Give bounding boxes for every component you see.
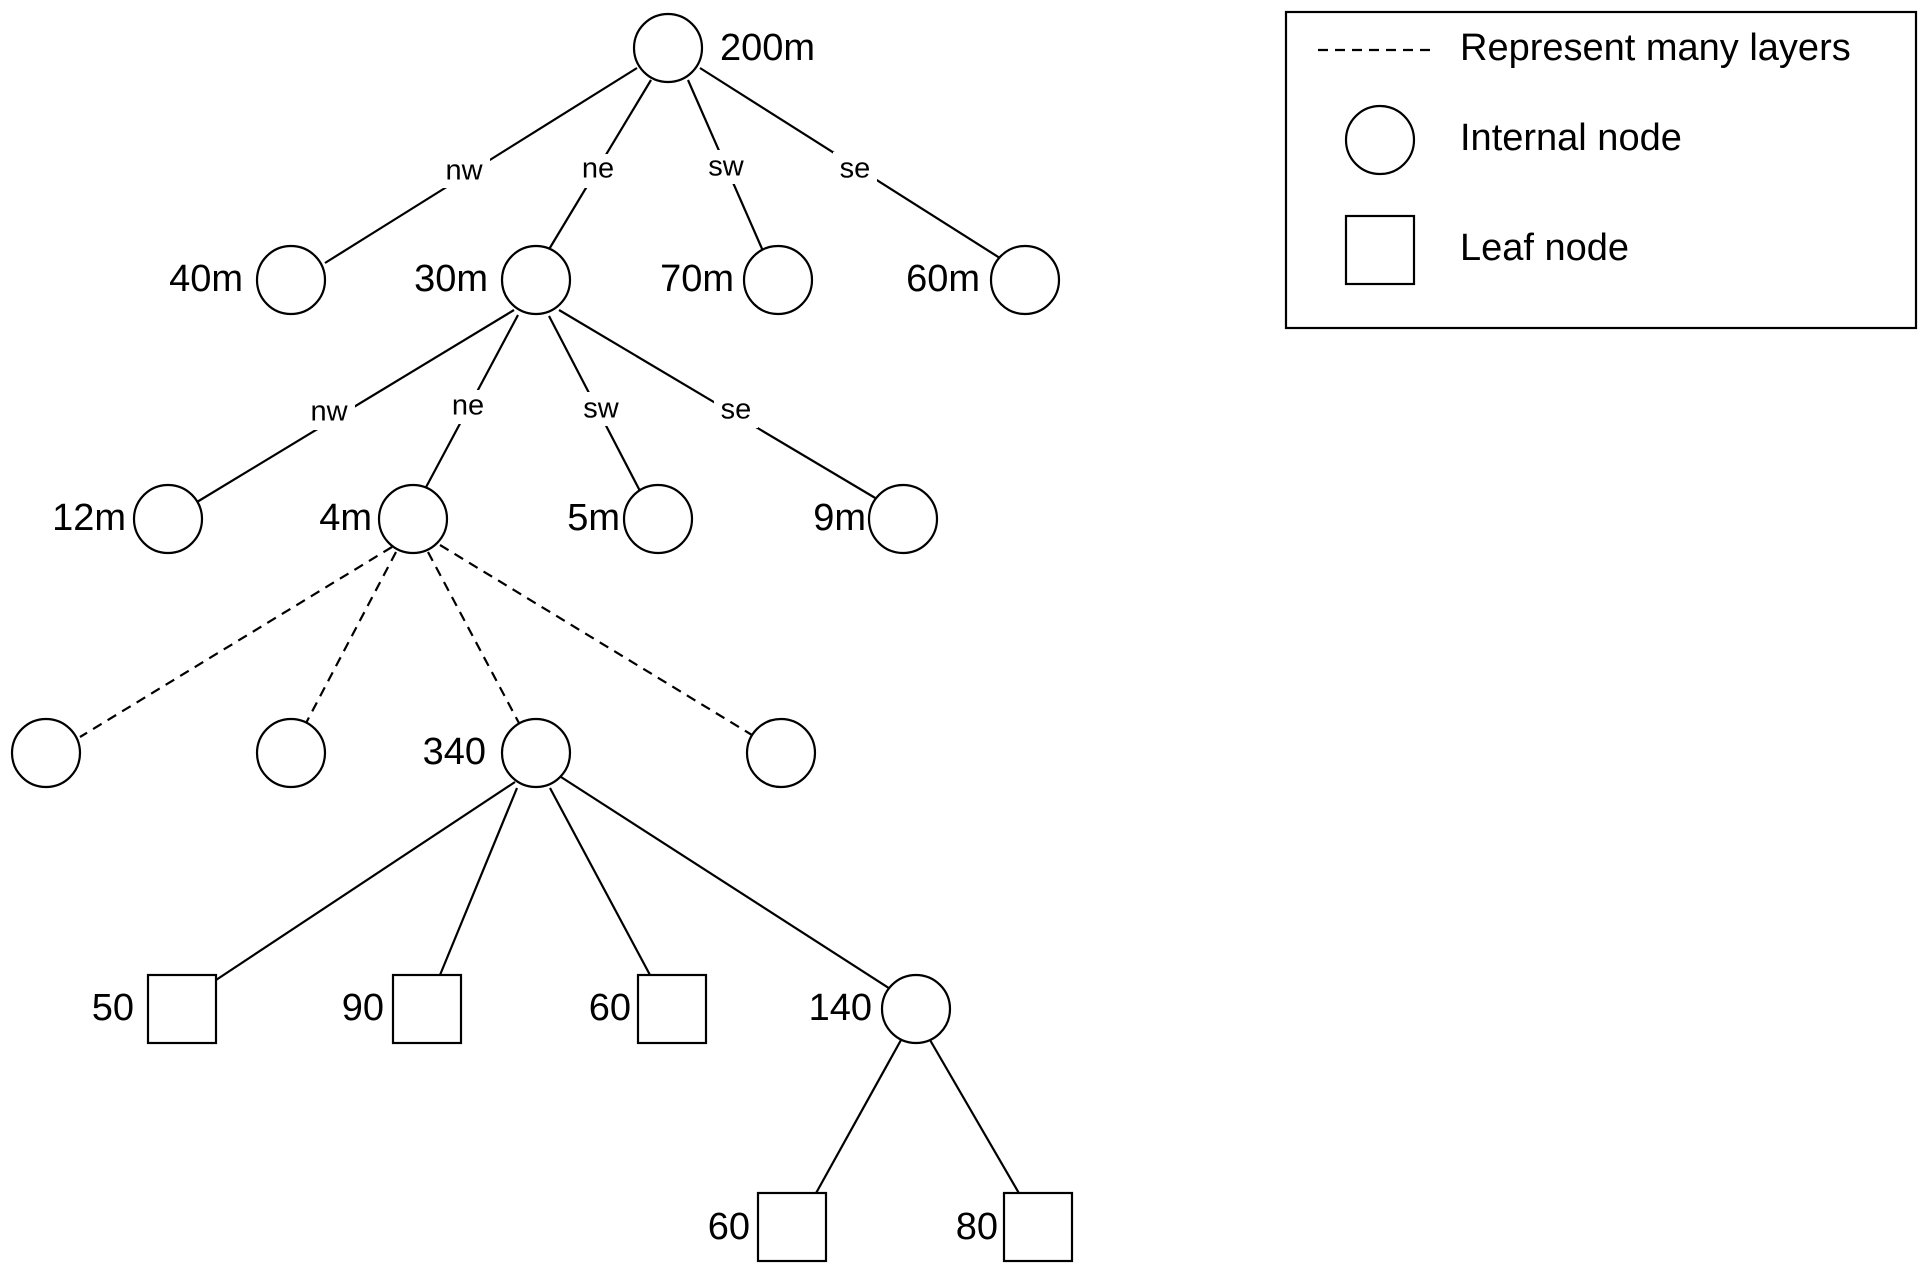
edge-label-30m-nw: nw [310,396,348,428]
edge-340-b [438,787,519,976]
edges-4m-dashed [79,544,753,738]
leaf-60-level4 [636,973,708,1045]
node-4m [377,483,449,555]
edge-label-bg [305,396,355,430]
edge-340-c [549,787,651,976]
edge-140-a [814,1039,902,1196]
node-12m [132,483,204,555]
node-label-90: 90 [342,987,384,1029]
legend-dashed-label: Represent many layers [1460,27,1851,69]
legend-leaf-node-sample [1344,214,1416,286]
legend: Represent many layers Internal node Leaf… [1284,10,1918,330]
edge-label-root-nw: nw [445,155,483,187]
edge-30m-nw [196,309,515,503]
node-label-50: 50 [92,987,134,1029]
edge-label-bg [446,390,490,424]
node-60m-level1 [989,244,1061,316]
node-label-12m: 12m [52,497,126,539]
node-label-30m: 30m [414,258,488,300]
edge-label-root-ne: ne [582,153,614,185]
edges-140 [814,1039,1021,1196]
node-label-60m: 60m [906,258,980,300]
nodes: 200m 40m 30m 70m 60m 12m 4m 5m 9m 340 50… [10,12,1074,1263]
legend-leaf-label: Leaf node [1460,227,1629,269]
node-5m [622,483,694,555]
node-label-70m: 70m [660,258,734,300]
edge-label-bg [440,154,490,188]
leaf-90 [391,973,463,1045]
edge-labels: nw ne sw se nw ne sw se [305,150,877,430]
edge-140-b [929,1039,1021,1196]
edge-label-root-se: se [840,153,871,185]
node-label-9m: 9m [813,497,866,539]
edge-label-30m-sw: sw [583,393,620,425]
node-label-4m: 4m [319,497,372,539]
edge-label-30m-ne: ne [452,390,484,422]
node-label-60-level5: 60 [708,1206,750,1248]
edge-label-bg [833,152,877,186]
edge-label-bg [704,150,748,184]
node-label-40m: 40m [169,258,243,300]
node-label-140: 140 [809,987,872,1029]
node-70m [742,244,814,316]
node-30m [500,244,572,316]
legend-internal-label: Internal node [1460,117,1682,159]
node-level3-a [10,717,82,789]
edge-4m-a [79,546,393,738]
node-40m [255,244,327,316]
edges-30m [196,309,883,503]
edge-label-30m-se: se [721,394,752,426]
node-root [632,12,704,84]
leaf-60-level5 [756,1191,828,1263]
node-9m [867,483,939,555]
node-label-5m: 5m [567,497,620,539]
edges-root [324,67,1004,264]
edge-label-bg [579,392,623,426]
legend-internal-node-sample [1344,104,1416,176]
edge-label-root-sw: sw [708,151,745,183]
node-level3-b [255,717,327,789]
edge-4m-c [427,551,521,726]
node-label-340: 340 [423,731,486,773]
leaf-80 [1002,1191,1074,1263]
node-140 [880,973,952,1045]
edge-label-bg [714,394,758,428]
node-340 [500,717,572,789]
edge-4m-d [439,544,753,736]
node-label-root: 200m [720,27,815,69]
edge-340-d [560,776,899,995]
edge-340-a [215,781,516,981]
leaf-50 [146,973,218,1045]
node-label-80: 80 [956,1206,998,1248]
edge-label-bg [577,154,621,188]
edge-4m-b [304,551,397,726]
node-level3-d [745,717,817,789]
edges-340 [215,776,899,995]
node-label-60-level4: 60 [589,987,631,1029]
